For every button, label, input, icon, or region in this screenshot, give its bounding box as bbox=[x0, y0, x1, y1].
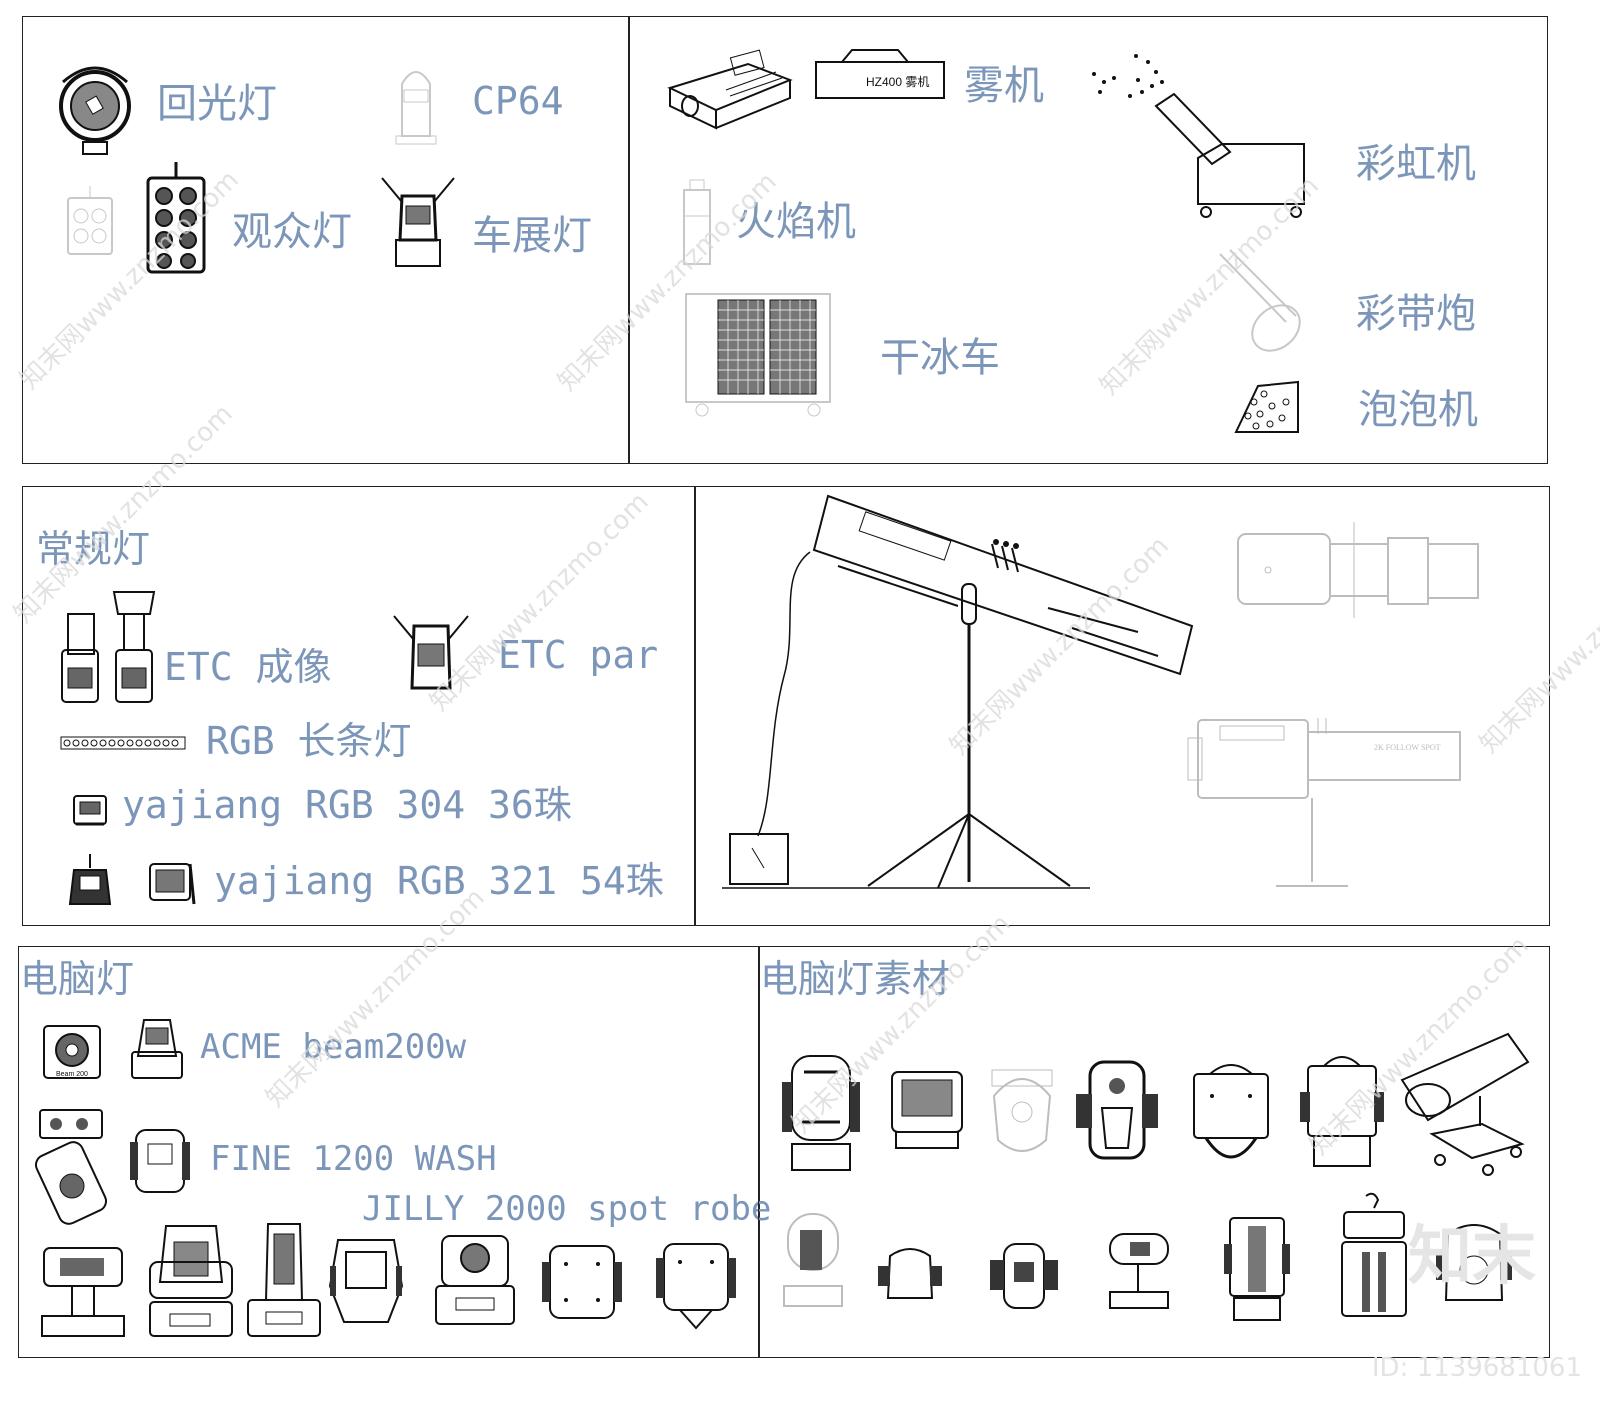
label-fresnel: 回光灯 bbox=[157, 81, 277, 127]
panel-moving-head-assets bbox=[758, 946, 1550, 1358]
flame-machine-icon bbox=[680, 176, 714, 268]
rgb-321-side-icon bbox=[66, 852, 114, 908]
label-flame-machine: 火焰机 bbox=[736, 199, 856, 245]
label-bubble-machine: 泡泡机 bbox=[1358, 387, 1478, 433]
audience-light-icon bbox=[144, 160, 208, 276]
heading-moving-head-assets: 电脑灯素材 bbox=[760, 957, 951, 1001]
label-rainbow-machine: 彩虹机 bbox=[1356, 141, 1476, 187]
moving-head-row-5-icon bbox=[432, 1232, 518, 1328]
asset-row1-item3-faint-icon bbox=[986, 1066, 1058, 1162]
etc-ellipsoidal-icon bbox=[60, 588, 160, 706]
label-dry-ice-cart: 干冰车 bbox=[880, 335, 1000, 381]
dry-ice-cart-icon bbox=[682, 290, 834, 418]
panel-moving-heads bbox=[18, 946, 760, 1358]
label-rgb-321: yajiang RGB 321 54珠 bbox=[214, 859, 664, 903]
label-etc-par: ETC par bbox=[498, 633, 659, 677]
label-acme-beam: ACME beam200w bbox=[200, 1027, 467, 1067]
fog-machine-marking: HZ400 雾机 bbox=[866, 75, 929, 89]
followspot-small-faint-icon bbox=[1234, 518, 1484, 622]
label-etc-ellipsoidal: ETC 成像 bbox=[164, 645, 332, 689]
asset-row1-item6-icon bbox=[1298, 1052, 1386, 1170]
label-fog-machine: 雾机 bbox=[964, 63, 1044, 109]
label-jilly-spot: JILLY 2000 spot robe bbox=[362, 1189, 772, 1229]
label-confetti-cannon: 彩带炮 bbox=[1356, 291, 1476, 337]
asset-row1-item1-icon bbox=[780, 1052, 862, 1174]
panel-conventional-lights bbox=[22, 486, 696, 926]
moving-head-row-7-icon bbox=[654, 1240, 738, 1332]
label-auto-show-light: 车展灯 bbox=[472, 213, 592, 259]
followspot-marking: 2K FOLLOW SPOT bbox=[1374, 743, 1441, 752]
fog-machine-large-icon bbox=[666, 50, 794, 130]
panel-effects bbox=[628, 16, 1548, 464]
confetti-cannon-icon bbox=[1216, 250, 1312, 354]
asset-row1-item4-icon bbox=[1072, 1058, 1162, 1166]
moving-head-row-6-icon bbox=[540, 1242, 624, 1322]
asset-row2-item4-icon bbox=[1104, 1230, 1174, 1312]
asset-row2-item5-icon bbox=[1220, 1214, 1294, 1324]
asset-row1-item5-icon bbox=[1188, 1060, 1274, 1168]
panel-stage-lights bbox=[22, 16, 630, 464]
moving-head-row-3-icon bbox=[244, 1220, 324, 1340]
bubble-machine-icon bbox=[1232, 378, 1300, 436]
label-cp64: CP64 bbox=[472, 79, 564, 123]
fog-machine-hz400-icon: HZ400 雾机 bbox=[812, 44, 948, 102]
rgb-304-par-icon bbox=[72, 790, 108, 828]
panel-followspots bbox=[694, 486, 1550, 926]
asset-row1-item2-icon bbox=[886, 1068, 968, 1150]
asset-row2-item7-icon bbox=[1432, 1220, 1516, 1306]
acme-beam-front-icon: Beam 200 bbox=[40, 1020, 104, 1086]
heading-conventional: 常规灯 bbox=[36, 527, 151, 571]
acme-marking: Beam 200 bbox=[56, 1071, 88, 1078]
followspot-tripod-icon bbox=[718, 496, 1204, 896]
label-rgb-strip: RGB 长条灯 bbox=[206, 719, 412, 763]
heading-moving-heads: 电脑灯 bbox=[20, 957, 135, 1001]
rgb-strip-light-icon bbox=[60, 736, 186, 750]
asset-row2-item6-icon bbox=[1334, 1192, 1414, 1322]
label-rgb-304: yajiang RGB 304 36珠 bbox=[122, 783, 572, 827]
fine-wash-side-icon bbox=[128, 1126, 192, 1196]
rgb-321-front-icon bbox=[146, 858, 198, 908]
followspot-2k-faint-icon: 2K FOLLOW SPOT bbox=[1184, 714, 1468, 894]
fresnel-spotlight-icon bbox=[55, 62, 135, 158]
label-fine-wash: FINE 1200 WASH bbox=[210, 1139, 497, 1179]
brand-watermark: 知末 bbox=[1408, 1220, 1536, 1294]
asset-row2-item3-icon bbox=[986, 1240, 1062, 1314]
rainbow-machine-icon bbox=[1090, 52, 1316, 222]
cp64-lamp-icon bbox=[392, 62, 440, 146]
asset-row2-item2-icon bbox=[874, 1246, 946, 1306]
asset-row2-item1-faint-icon bbox=[778, 1210, 848, 1310]
label-audience-light: 观众灯 bbox=[232, 209, 352, 255]
moving-head-row-1-icon bbox=[38, 1244, 128, 1340]
image-id-watermark: ID: 1139681061 bbox=[1371, 1353, 1582, 1383]
fine-wash-tilted-icon bbox=[36, 1106, 106, 1226]
audience-light-faint-icon bbox=[64, 184, 116, 260]
moving-head-row-2-icon bbox=[146, 1222, 236, 1340]
moving-head-row-4-icon bbox=[326, 1236, 406, 1326]
asset-row1-item7-icon bbox=[1398, 1030, 1532, 1178]
etc-par-icon bbox=[392, 614, 472, 694]
auto-show-light-icon bbox=[378, 176, 458, 270]
acme-beam-side-icon bbox=[128, 1016, 186, 1082]
